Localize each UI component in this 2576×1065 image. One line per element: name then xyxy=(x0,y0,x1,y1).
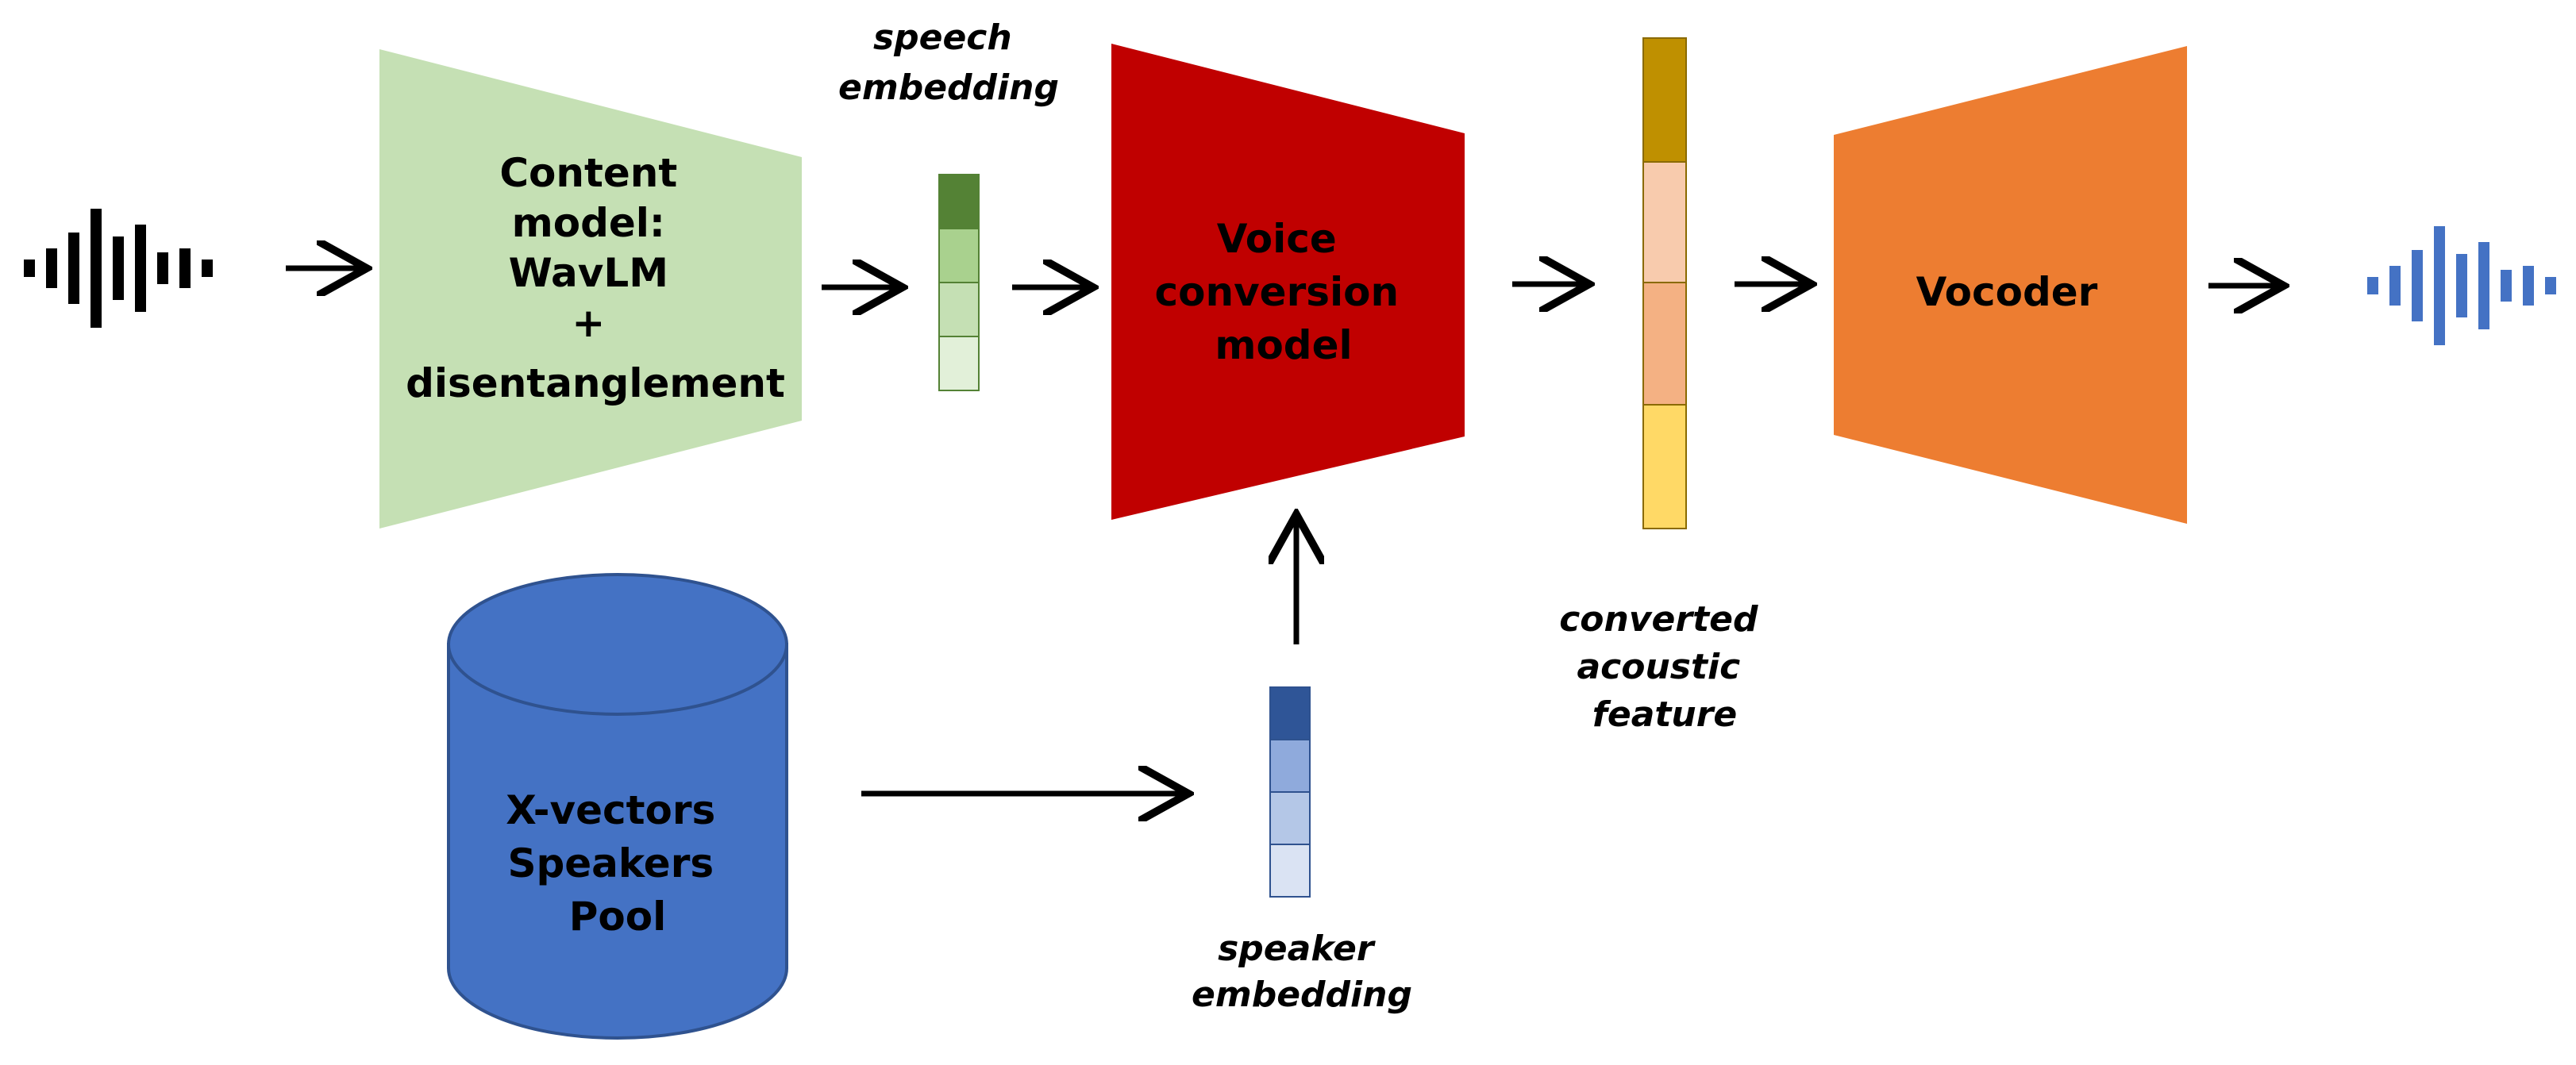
input-waveform-icon xyxy=(24,209,213,328)
speech-embedding-cell xyxy=(938,336,980,391)
waveform-bar xyxy=(68,233,79,304)
waveform-bar xyxy=(2367,277,2378,294)
vocoder-label: Vocoder xyxy=(1916,269,2098,315)
waveform-bar xyxy=(2545,277,2556,294)
waveform-bar xyxy=(2412,250,2423,321)
cylinder-body xyxy=(447,643,788,1040)
speech-embedding-cell xyxy=(938,228,980,283)
waveform-bar xyxy=(2523,266,2534,306)
waveform-bar xyxy=(2456,254,2467,317)
waveform-bar xyxy=(2434,226,2445,345)
waveform-bar xyxy=(24,260,35,277)
voice-conversion-model-label: Voice conversion model xyxy=(1154,216,1412,368)
content-model-block xyxy=(379,49,802,529)
waveform-bar xyxy=(2389,266,2401,306)
speaker-embedding-cell xyxy=(1269,739,1311,793)
speaker-embedding-cell xyxy=(1269,844,1311,898)
converted-feature-cell xyxy=(1642,37,1687,163)
speaker-embedding-cell xyxy=(1269,791,1311,845)
waveform-bar xyxy=(46,248,57,288)
content-model-label: Content model: WavLM + disentanglement xyxy=(406,150,785,406)
vocoder-block xyxy=(1834,46,2187,524)
converted-feature-cell xyxy=(1642,404,1687,529)
speakers-pool-label: X-vectors Speakers Pool xyxy=(506,787,729,940)
speech-embedding-vector xyxy=(938,174,980,391)
speech-embedding-cell xyxy=(938,282,980,337)
cylinder-top xyxy=(447,573,788,716)
speaker-embedding-label: speaker embedding xyxy=(1192,929,1412,1015)
waveform-bar xyxy=(157,252,168,284)
converted-acoustic-feature-vector xyxy=(1642,37,1687,529)
waveform-bar xyxy=(90,209,102,328)
output-waveform-icon xyxy=(2367,226,2556,345)
waveform-bar xyxy=(135,225,146,312)
waveform-bar xyxy=(2478,242,2489,329)
voice-conversion-model-block xyxy=(1111,44,1465,520)
speakers-pool-cylinder xyxy=(447,573,788,1040)
speaker-embedding-vector xyxy=(1269,686,1311,898)
converted-feature-cell xyxy=(1642,161,1687,283)
speech-embedding-label: speech embedding xyxy=(838,17,1059,108)
waveform-bar xyxy=(2501,270,2512,302)
speech-embedding-cell xyxy=(938,174,980,229)
converted-acoustic-feature-label: converted acoustic feature xyxy=(1559,599,1770,735)
waveform-bar xyxy=(179,248,191,288)
waveform-bar xyxy=(202,260,213,277)
waveform-bar xyxy=(113,236,124,300)
speaker-embedding-cell xyxy=(1269,686,1311,740)
converted-feature-cell xyxy=(1642,282,1687,406)
